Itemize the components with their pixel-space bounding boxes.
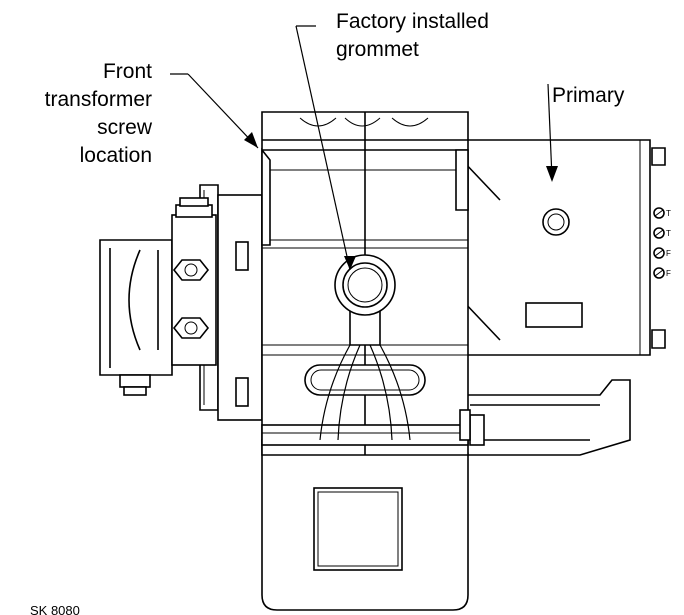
primary-label: Primary <box>552 84 625 107</box>
terminal-label: F <box>666 269 671 278</box>
terminal-label: T <box>666 229 671 238</box>
rear-housing <box>461 379 631 456</box>
pump-assembly <box>99 197 217 396</box>
reset-button <box>542 208 570 236</box>
primary-control <box>461 139 666 356</box>
screw-label-line2: transformer <box>45 88 152 111</box>
terminal-strip: T T F F <box>653 207 671 279</box>
drawing-code: SK 8080 <box>30 603 80 615</box>
terminal-screw-icon: F <box>653 267 671 279</box>
terminal-screw-icon: T <box>653 207 671 219</box>
grommet-label-line2: grommet <box>336 38 419 61</box>
terminal-screw-icon: T <box>653 227 671 239</box>
screw-label-line3: screw <box>97 116 153 139</box>
terminal-screw-icon: F <box>653 247 671 259</box>
callout-screw: Front transformer screw location <box>45 60 153 167</box>
terminal-label: F <box>666 249 671 258</box>
callout-grommet: Factory installed grommet <box>336 10 489 61</box>
hex-nut-upper <box>172 259 210 281</box>
screw-label-line1: Front <box>103 60 152 83</box>
hex-nut-lower <box>172 317 210 339</box>
leader-lines <box>170 25 558 271</box>
grommet-label-line1: Factory installed <box>336 10 489 33</box>
lower-housing <box>261 439 469 611</box>
air-slot <box>304 344 426 441</box>
terminal-label: T <box>666 209 671 218</box>
screw-label-line4: location <box>80 144 152 167</box>
